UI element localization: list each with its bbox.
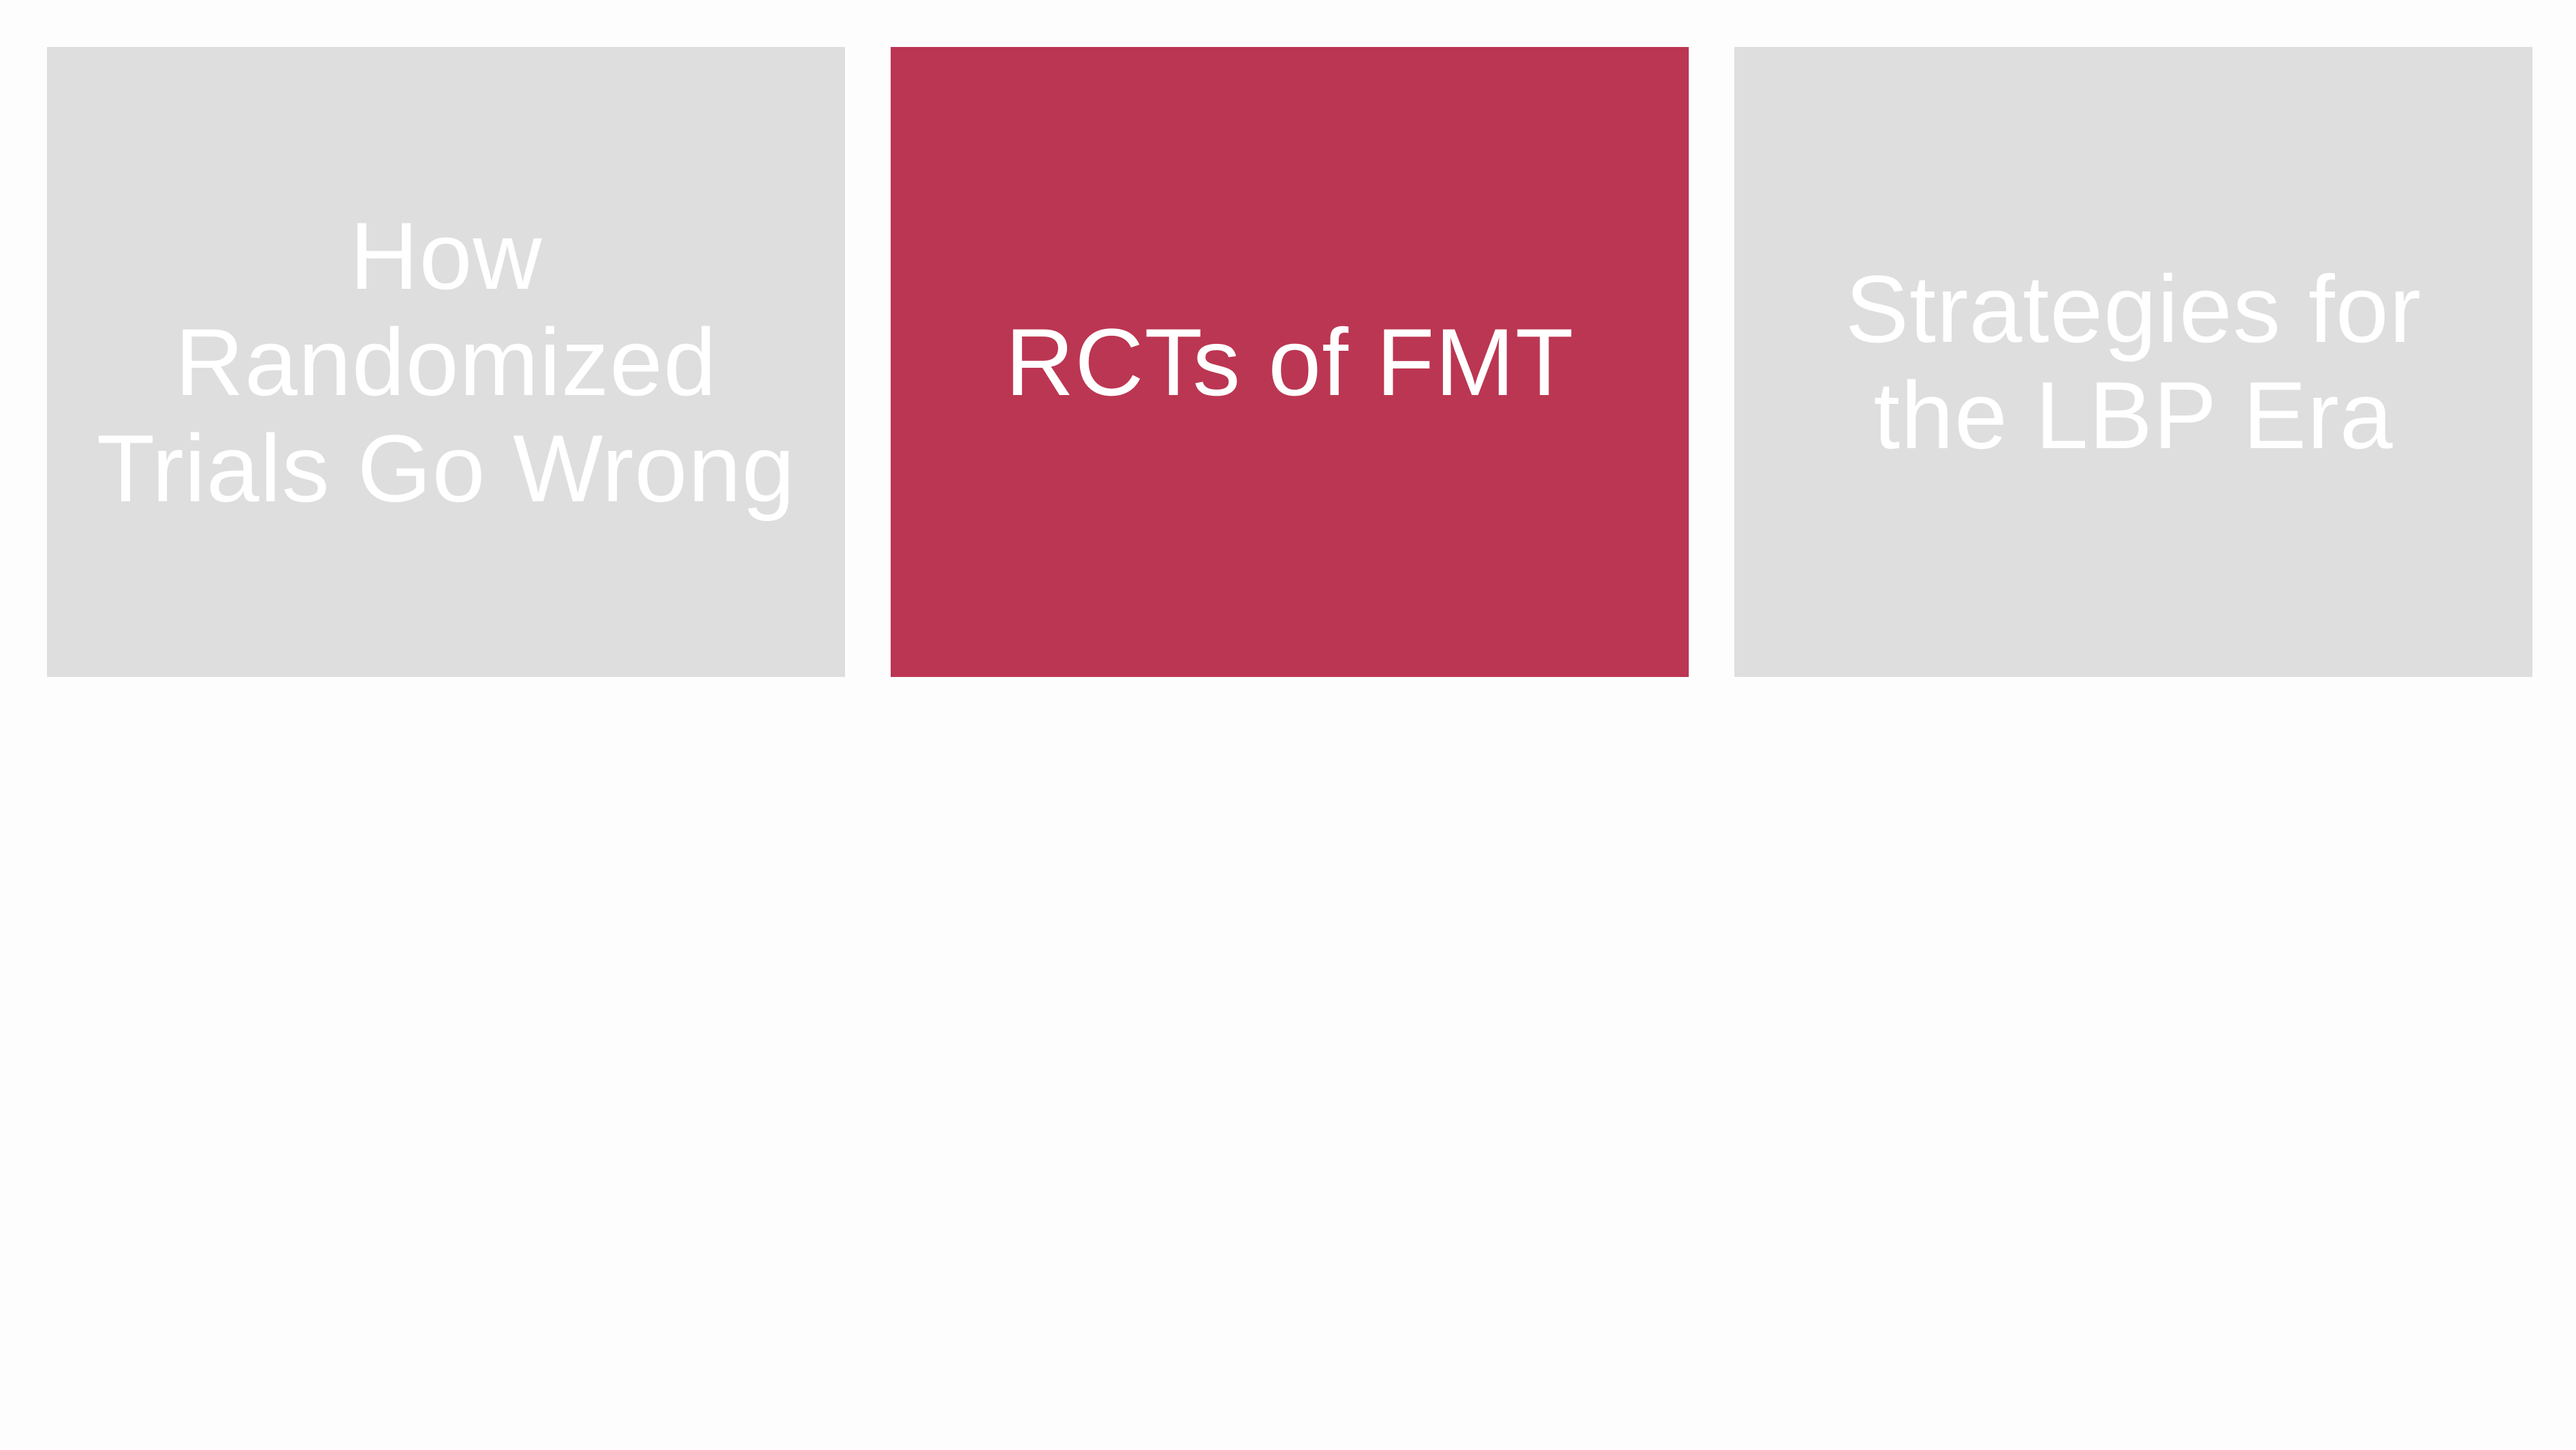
section-tile-how-randomized-trials-go-wrong[interactable]: How Randomized Trials Go Wrong [47,47,845,677]
section-tile-label: RCTs of FMT [1005,308,1574,415]
section-tile-strategies-for-lbp-era[interactable]: Strategies for the LBP Era [1734,47,2532,677]
section-tile-label: Strategies for the LBP Era [1845,255,2422,469]
section-tile-rcts-of-fmt[interactable]: RCTs of FMT [891,47,1689,677]
section-tile-label: How Randomized Trials Go Wrong [96,202,796,522]
